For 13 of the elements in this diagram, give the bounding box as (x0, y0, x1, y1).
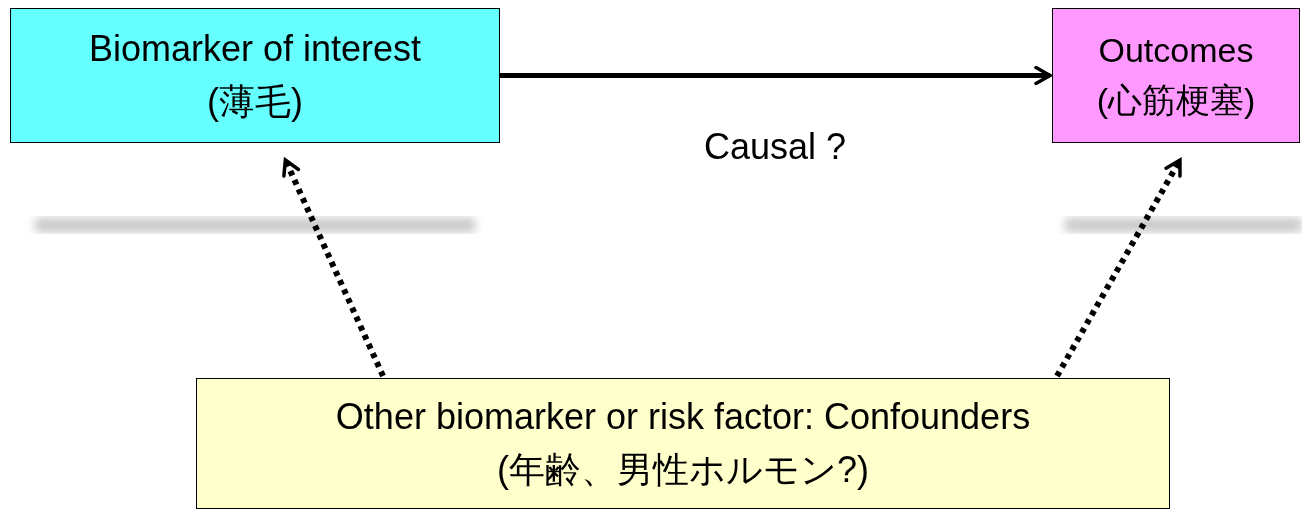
box-text: Outcomes (1098, 30, 1254, 72)
box-text: (薄毛) (207, 79, 303, 124)
dotted-arrow (282, 158, 386, 378)
process-box (10, 8, 500, 143)
edge-label: Causal ? (703, 125, 847, 168)
box-text: Other biomarker or risk factor: Confounders (335, 395, 1031, 440)
box-text: (年齢、男性ホルモン?) (497, 447, 869, 492)
box-text: Biomarker of interest (88, 27, 422, 72)
process-box (1052, 8, 1300, 143)
arrow (500, 65, 1052, 86)
box-text: (心筋梗塞) (1096, 79, 1256, 121)
dotted-arrow (1054, 158, 1183, 378)
process-box (196, 378, 1170, 509)
